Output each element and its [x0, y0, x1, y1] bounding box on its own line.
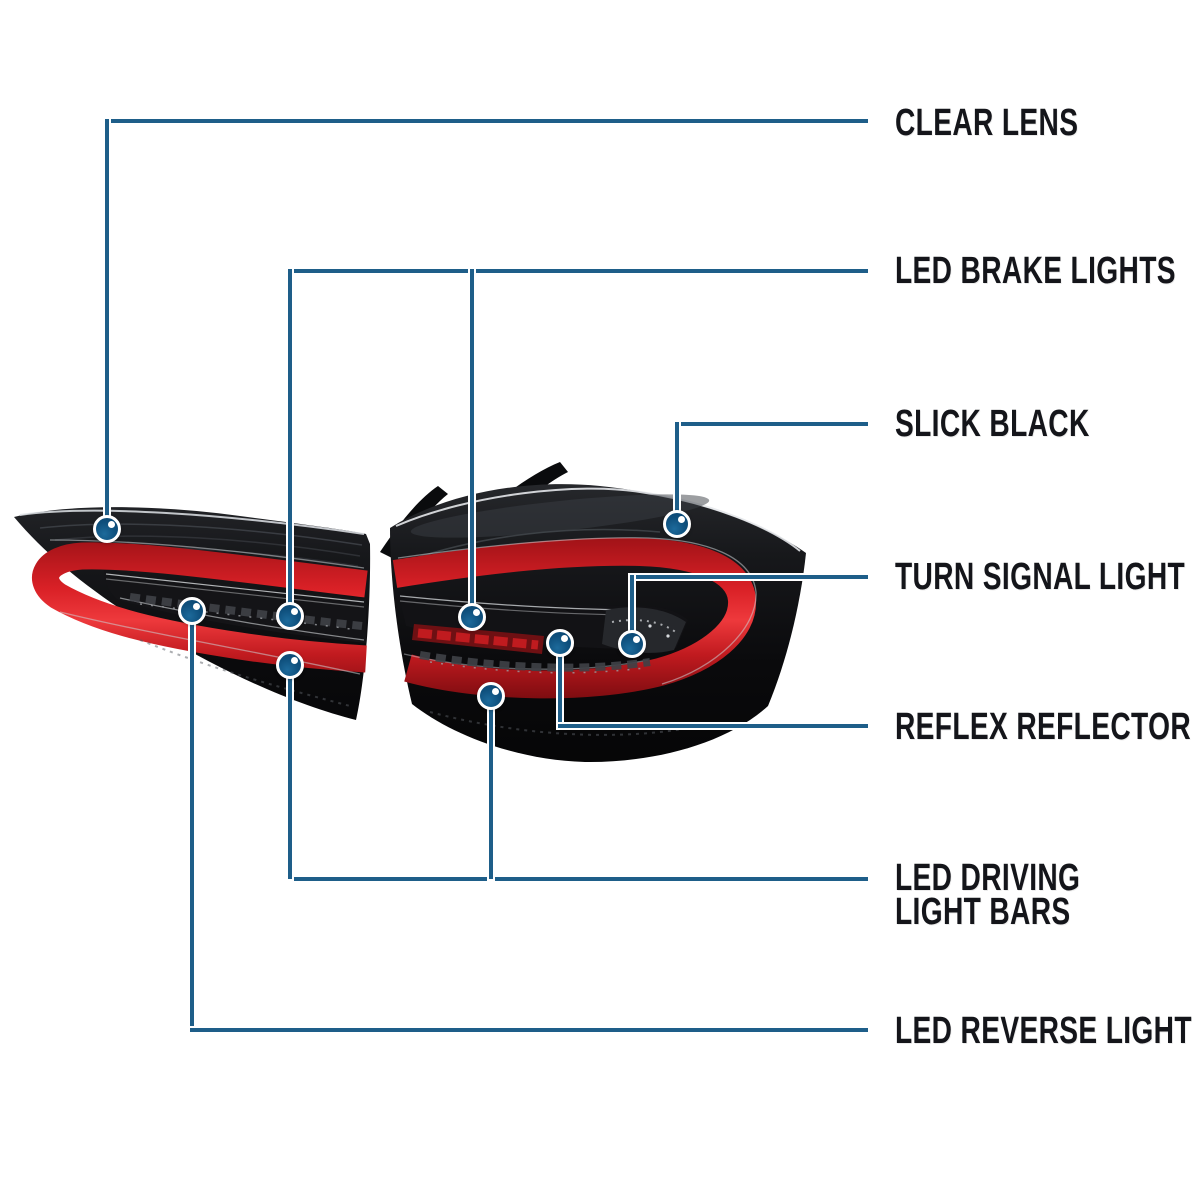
marker-reflex-reflector: [546, 629, 574, 657]
callout-label-line1: LED DRIVING: [895, 857, 1081, 899]
marker-clear-lens: [93, 515, 121, 543]
marker-highlight-dot: [193, 603, 200, 610]
callout-line-reverse-h: [190, 1028, 868, 1032]
marker-led-brake-right: [458, 603, 486, 631]
marker-led-brake-left: [276, 602, 304, 630]
callout-line-clear-lens-h: [105, 119, 868, 123]
callout-label-turn-signal-light: TURN SIGNAL LIGHT: [895, 556, 1186, 598]
tail-light-photo: [14, 462, 806, 763]
callout-line-reflex-h: [558, 724, 868, 728]
callout-line-slick-black-h: [675, 422, 868, 426]
callout-line-brake-h: [288, 269, 868, 273]
marker-slick-black: [663, 510, 691, 538]
marker-highlight-dot: [473, 609, 480, 616]
callout-label-slick-black: SLICK BLACK: [895, 403, 1090, 445]
callout-line-slick-black-v: [675, 422, 679, 526]
marker-turn-signal: [618, 630, 646, 658]
callout-line-brake-v-left: [288, 269, 292, 618]
marker-highlight-dot: [633, 636, 640, 643]
callout-line-driving-h: [286, 877, 868, 881]
callout-label-led-brake-lights: LED BRAKE LIGHTS: [895, 250, 1176, 292]
marker-highlight-dot: [291, 608, 298, 615]
marker-driving-bar-left: [276, 651, 304, 679]
callout-line-driving-v-right: [489, 696, 493, 879]
marker-highlight-dot: [561, 635, 568, 642]
marker-led-reverse-light: [178, 597, 206, 625]
callout-label-reflex-reflector: REFLEX REFLECTOR: [895, 706, 1191, 748]
marker-driving-bar-right: [477, 682, 505, 710]
marker-highlight-dot: [291, 657, 298, 664]
right-tail-light: [380, 462, 806, 763]
callout-line-turn-signal-h: [630, 575, 868, 579]
callout-line-clear-lens-v: [105, 119, 109, 531]
marker-highlight-dot: [678, 516, 685, 523]
callout-line-reverse-v: [190, 611, 194, 1030]
callout-line-turn-signal-v: [630, 575, 634, 646]
marker-highlight-dot: [108, 521, 115, 528]
callout-label-line2: LIGHT BARS: [895, 891, 1071, 933]
callout-label-clear-lens: CLEAR LENS: [895, 102, 1079, 144]
callout-label-led-reverse-light: LED REVERSE LIGHT: [895, 1010, 1192, 1052]
marker-highlight-dot: [492, 688, 499, 695]
callout-label-led-driving-light-bars: LED DRIVING LIGHT BARS: [895, 857, 1081, 933]
callout-line-brake-v-right: [470, 269, 474, 619]
callout-line-driving-v-left: [288, 665, 292, 879]
callout-line-reflex-v: [558, 643, 562, 726]
